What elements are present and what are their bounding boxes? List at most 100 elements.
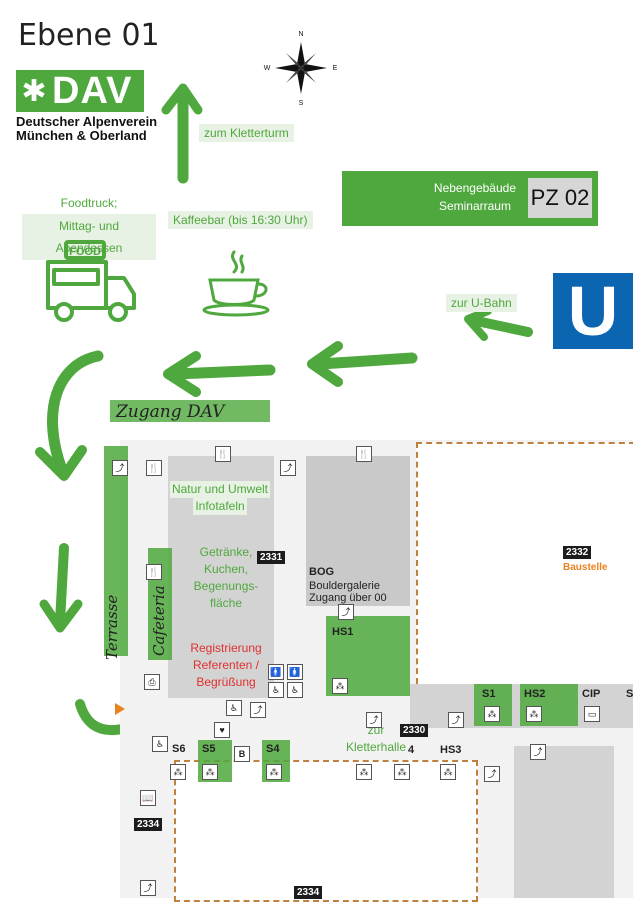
dav-line-2: München & Oberland (16, 128, 147, 143)
stairs-icon: ⤴ (140, 880, 156, 896)
reg-line-2: Referenten / (192, 658, 260, 672)
restaurant-icon: 🍴 (146, 460, 162, 476)
accessible-icon: ♿ (226, 700, 242, 716)
room-2334-b: 2334 (294, 886, 323, 899)
compass-n: N (298, 31, 303, 38)
dav-subtitle: Deutscher Alpenverein München & Oberland (16, 115, 157, 143)
natur-line-1: Natur und Umwelt (169, 481, 271, 498)
page-title: Ebene 01 (18, 18, 160, 53)
area-bog (306, 456, 410, 606)
room-2334-a: 2334 (134, 818, 163, 831)
handwritten-zugang: Zugang DAV (116, 402, 225, 422)
compass-s: S (299, 100, 304, 106)
foodtruck-icon: FOOD (46, 240, 136, 322)
foodtruck-line-1: Foodtruck; (60, 196, 118, 210)
label-getraenke: Getränke, Kuchen, Begenungs- fläche (186, 544, 266, 612)
pz-line-1: Nebengebäude (433, 181, 516, 195)
room-s4: S4 (266, 743, 280, 755)
ubahn-sign-icon: U (553, 272, 633, 350)
accessible-icon: ♿ (287, 682, 303, 698)
foodtruck-line-2: Mittag- und Abendessen (22, 214, 156, 260)
room-hs1: HS1 (332, 626, 354, 638)
arrow-left-icon (170, 364, 276, 380)
restaurant-icon: 🍴 (146, 564, 162, 580)
dav-logo-word: DAV (52, 69, 133, 112)
room-s5: S5 (202, 743, 216, 755)
compass-w: W (264, 65, 271, 72)
room-2330: 2330 (400, 724, 429, 737)
label-natur: Natur und Umwelt Infotafeln (164, 481, 276, 515)
room-s-edge: S (626, 688, 633, 700)
compass-rose-icon: N S E W (264, 31, 338, 106)
room-bog: BOG (309, 566, 335, 578)
seminar-room-icon: ⁂ (202, 764, 218, 780)
arrow-curve-down-icon (47, 350, 104, 476)
room-s6: S6 (172, 743, 186, 755)
stairs-icon: ⤴ (484, 766, 500, 782)
pz-line-2: Seminarraum (438, 199, 511, 213)
room-cip: CIP (582, 688, 601, 700)
dav-logo: ✱ DAV (16, 70, 144, 112)
stairs-icon: ⤴ (112, 460, 128, 476)
arrow-down-icon (55, 543, 69, 627)
restaurant-icon: 🍴 (215, 446, 231, 462)
label-ubahn: zur U-Bahn (446, 294, 517, 312)
edelweiss-icon: ✱ (21, 74, 47, 108)
reg-line-3: Begrüßung (196, 675, 256, 689)
label-baustelle: Baustelle (563, 562, 608, 573)
pz-code: PZ 02 (528, 178, 592, 218)
arrow-from-ubahn-icon (467, 315, 533, 337)
coffee-cup-icon (202, 250, 270, 317)
room-b: B (234, 746, 250, 762)
entrance-marker-icon (115, 703, 125, 715)
accessible-icon: ♿ (268, 682, 284, 698)
zur-line-2: Kletterhalle (345, 740, 407, 754)
room-hs3: HS3 (440, 744, 462, 756)
getraenke-line-3: Begenungs- (193, 579, 259, 593)
getraenke-line-1: Getränke, (199, 545, 253, 559)
toilet-male-icon: 🚹 (268, 664, 284, 680)
bog-sub-1: Bouldergalerie (309, 580, 380, 592)
lecture-hall-icon: ⁂ (332, 678, 348, 694)
zugang-highlight (110, 400, 270, 422)
pz-label: Nebengebäude Seminarraum (434, 179, 516, 215)
seminar-room-icon: ⁂ (266, 764, 282, 780)
label-kletterturm: zum Kletterturm (199, 124, 294, 142)
stairs-icon: ⤴ (250, 702, 266, 718)
lecture-hall-icon: ⁂ (526, 706, 542, 722)
book-icon: 📖 (140, 790, 156, 806)
dav-line-1: Deutscher Alpenverein (16, 114, 158, 129)
room-hs2: HS2 (524, 688, 546, 700)
stairs-icon: ⤴ (280, 460, 296, 476)
seminar-room-icon: ⁂ (170, 764, 186, 780)
label-kaffeebar: Kaffeebar (bis 16:30 Uhr) (168, 211, 313, 229)
getraenke-line-4: fläche (209, 596, 243, 610)
pz-02-building: Nebengebäude Seminarraum PZ 02 (342, 171, 598, 226)
handwritten-terrasse: Terrasse (103, 594, 121, 660)
getraenke-line-2: Kuchen, (203, 562, 249, 576)
room-2331: 2331 (257, 551, 286, 564)
terrasse-highlight (104, 446, 128, 656)
restaurant-icon: 🍴 (356, 446, 372, 462)
room-4: 4 (408, 744, 415, 756)
stairs-icon: ⤴ (338, 604, 354, 620)
area-east-lower (514, 746, 614, 898)
compass-e: E (333, 65, 338, 72)
computer-icon: ▭ (584, 706, 600, 722)
label-foodtruck: Foodtruck; Mittag- und Abendessen (22, 192, 156, 260)
stairs-icon: ⤴ (530, 744, 546, 760)
bog-sub-2: Zugang über 00 (309, 592, 387, 604)
seminar-room-icon: ⁂ (440, 764, 456, 780)
seminar-room-icon: ⁂ (394, 764, 410, 780)
lecture-hall-icon: ⁂ (484, 706, 500, 722)
label-registrierung: Registrierung Referenten / Begrüßung (180, 640, 272, 691)
accessible-icon: ♿ (152, 736, 168, 752)
natur-line-2: Infotafeln (193, 498, 247, 515)
stairs-icon: ⤴ (448, 712, 464, 728)
area-2332 (416, 442, 633, 684)
arrow-left-large-icon (314, 352, 418, 370)
stairs-icon: ⤴ (366, 712, 382, 728)
room-s1: S1 (482, 688, 496, 700)
seminar-room-icon: ⁂ (356, 764, 372, 780)
room-2332: 2332 (563, 546, 592, 559)
